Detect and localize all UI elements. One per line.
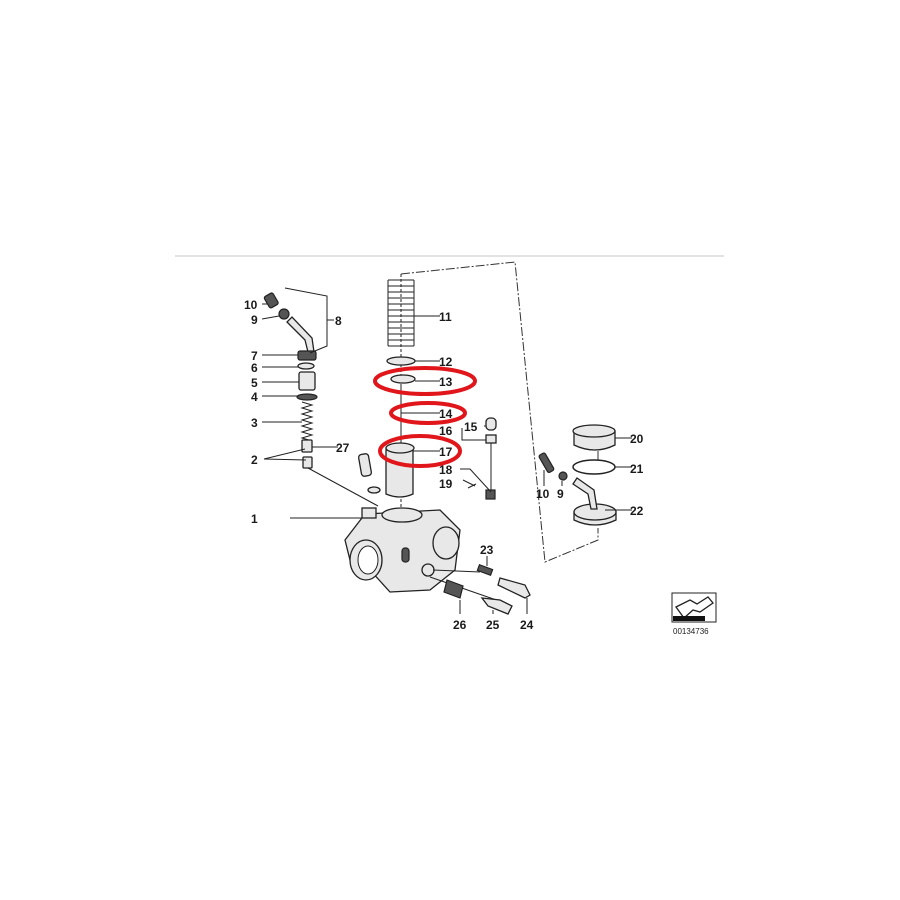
callout-11: 11 — [439, 310, 452, 324]
callout-5: 5 — [251, 376, 258, 390]
callout-16: 16 — [439, 424, 453, 438]
callout-21: 21 — [630, 462, 644, 476]
callout-10: 10 — [244, 298, 258, 312]
callout-10-right: 10 — [536, 487, 550, 501]
callout-18: 18 — [439, 463, 453, 477]
highlight-14 — [389, 401, 467, 425]
throttle-slide — [385, 447, 414, 498]
callout-22: 22 — [630, 504, 644, 518]
callout-15: 15 — [464, 420, 478, 434]
callout-20: 20 — [630, 432, 644, 446]
callout-3: 3 — [251, 416, 258, 430]
callout-12: 12 — [439, 355, 453, 369]
spring — [388, 279, 414, 347]
callout-17: 17 — [439, 445, 453, 459]
callout-23: 23 — [480, 543, 494, 557]
callout-7: 7 — [251, 349, 258, 363]
callout-9: 9 — [251, 313, 258, 327]
callout-24: 24 — [520, 618, 534, 632]
carburetor-body — [290, 507, 506, 604]
callout-4: 4 — [251, 390, 258, 404]
highlight-13 — [373, 366, 477, 396]
callout-labels: 10 9 8 7 6 5 4 3 27 2 1 11 12 13 14 15 1… — [244, 298, 644, 632]
callout-19: 19 — [439, 477, 453, 491]
callout-13: 13 — [439, 375, 453, 389]
callout-14: 14 — [439, 407, 453, 421]
callout-9-right: 9 — [557, 487, 564, 501]
callout-6: 6 — [251, 361, 258, 375]
plate-13 — [390, 374, 416, 384]
callout-27: 27 — [336, 441, 350, 455]
assembly-outline — [400, 261, 599, 563]
leader-lines — [261, 287, 632, 511]
callout-26: 26 — [453, 618, 467, 632]
left-assembly — [263, 292, 381, 507]
washer-12 — [386, 356, 416, 366]
right-assembly — [538, 424, 617, 526]
highlight-17 — [378, 434, 462, 468]
callout-1: 1 — [251, 512, 258, 526]
callout-8: 8 — [335, 314, 342, 328]
arrow-orientation-icon — [671, 592, 717, 623]
callout-25: 25 — [486, 618, 500, 632]
diagram-id: 00134736 — [673, 627, 709, 636]
callout-2: 2 — [251, 453, 258, 467]
